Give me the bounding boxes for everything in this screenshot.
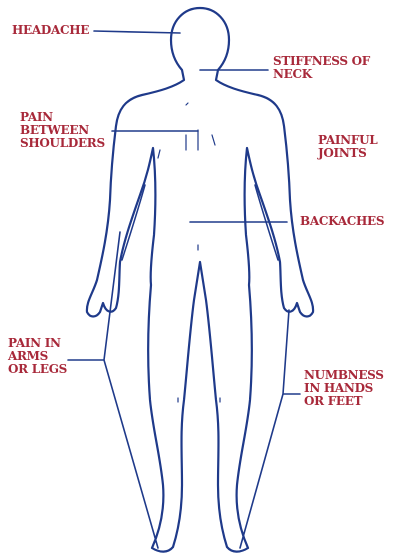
label-numbness-in-hands-or-feet: NUMBNESS IN HANDS OR FEET	[304, 369, 384, 408]
pointer-pain-in-arms-or-legs	[68, 232, 158, 548]
body-outline	[87, 8, 313, 552]
label-stiffness-of-neck: STIFFNESS OF NECK	[273, 55, 370, 81]
pointer-headache	[94, 31, 180, 33]
label-pain-in-arms-or-legs: PAIN IN ARMS OR LEGS	[8, 337, 67, 376]
label-headache: HEADACHE	[12, 24, 89, 37]
pointer-numbness-in-hands-or-feet	[240, 310, 300, 548]
label-pain-between-shoulders: PAIN BETWEEN SHOULDERS	[20, 111, 105, 150]
label-painful-joints: PAINFUL JOINTS	[318, 134, 377, 160]
label-backaches: BACKACHES	[300, 215, 384, 228]
